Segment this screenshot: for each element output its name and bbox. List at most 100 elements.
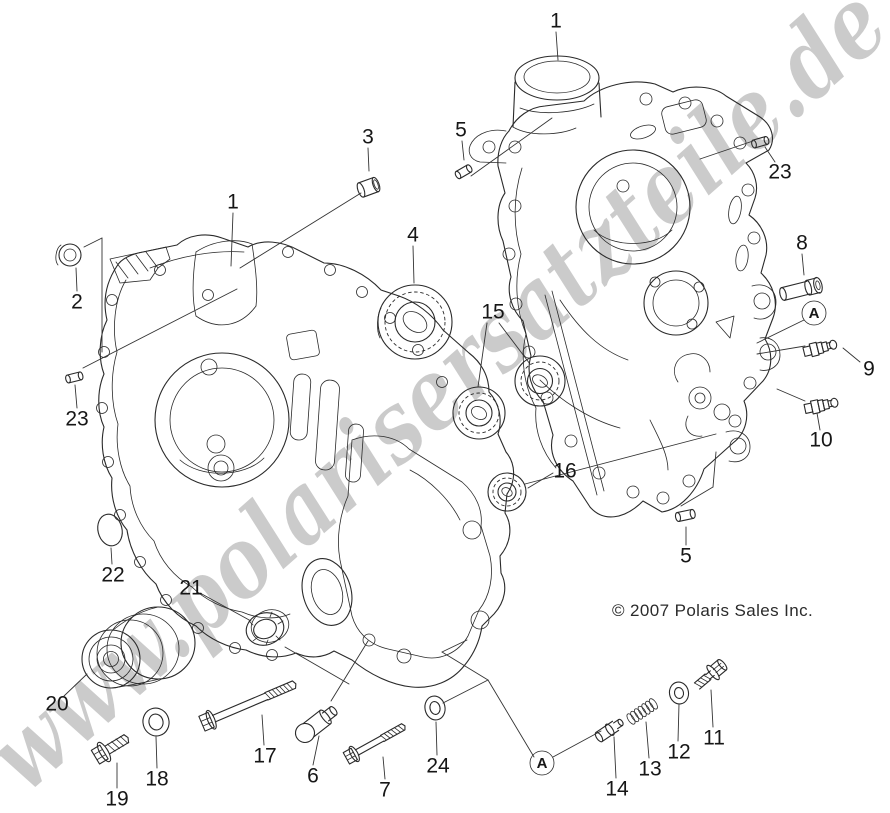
leader-line [645,721,650,759]
leader-line [710,689,714,728]
detail-marker-A: A [801,300,827,326]
leader-line [63,673,88,697]
leader-line [801,253,805,276]
callout-19: 19 [105,788,128,811]
dowel-pin-23-left [65,371,84,384]
washer-18 [142,707,170,737]
leader-line [435,721,438,756]
leader-line [680,486,714,507]
detail-marker-circle [529,750,555,776]
oval-plug-22 [97,513,123,547]
leader-line [312,735,320,766]
callout-21: 21 [179,577,202,600]
callout-5: 5 [455,119,467,142]
callout-14: 14 [605,778,629,801]
fitting-screw-9 [802,339,838,358]
plug-8 [779,276,823,301]
callouts-layer: 1123455678910111213141516171819202122232… [45,10,875,811]
bearing-4 [377,284,453,360]
callout-13: 13 [638,758,661,781]
callout-2: 2 [71,291,83,314]
output-bore [643,270,709,336]
leader-line [461,140,465,161]
callout-16: 16 [553,460,576,483]
callout-8: 8 [796,232,808,255]
leader-line [527,472,554,489]
dowel-pin-5-bottom [674,508,696,522]
leader-line [712,451,717,488]
bushing-2 [55,243,82,267]
bushing-3 [356,176,381,198]
cylinder-spigot [512,55,602,135]
leader-line [261,714,265,746]
callout-11: 11 [703,727,725,750]
callout-23: 23 [65,408,88,431]
leader-line [677,703,680,742]
leader-line [498,322,531,365]
callout-10: 10 [809,429,832,452]
leader-line [756,319,805,344]
leader-line [764,146,776,163]
leader-line [470,117,553,177]
leader-line [756,345,806,355]
washer-24 [424,695,446,721]
leader-line [477,322,488,388]
leader-line [487,679,535,758]
leader-line [230,212,234,267]
leader-line [552,730,602,758]
dowel-pin-5-top [454,164,473,180]
detail-marker-circle [801,300,827,326]
crankcase-right-half [468,55,781,518]
leader-line [82,288,238,369]
leader-line [816,412,821,431]
leader-line [412,245,415,284]
leader-line [330,640,369,702]
spring-13 [626,698,658,725]
detail-marker-label: A [809,305,820,322]
washer-12 [668,681,690,705]
leader-line [613,736,617,779]
leader-line [284,646,350,685]
bolt-6 [294,706,338,744]
callout-4: 4 [407,224,419,247]
mounting-tab [109,246,171,284]
leader-line [441,651,489,681]
callout-22: 22 [101,564,124,587]
leader-line [776,388,806,402]
leader-line [74,384,78,409]
detail-marker-A: A [529,750,555,776]
dowel-pin-23-right [751,135,770,149]
callout-18: 18 [145,768,168,791]
crank-bore [575,149,691,265]
detail-marker-label: A [537,755,548,772]
callout-1: 1 [550,10,562,33]
callout-24: 24 [426,755,450,778]
leader-line [524,433,717,485]
callout-6: 6 [307,765,319,788]
callout-5: 5 [680,545,692,568]
leader-line [110,547,113,565]
leader-line [699,140,754,160]
callout-1: 1 [227,191,239,214]
leader-line [199,592,252,622]
oil-pump-passages [674,353,731,437]
copyright-text: © 2007 Polaris Sales Inc. [612,601,813,620]
callout-7: 7 [379,779,391,802]
bearing-16 [487,472,527,512]
leader-line [367,147,370,172]
lower-cover-section [301,435,492,664]
leader-line [75,267,78,292]
leader-line [555,31,559,61]
bolt-11 [693,659,728,690]
detail-markers-layer: AA [529,300,827,776]
leader-line [842,347,861,363]
leader-line [442,679,489,704]
seal-21 [245,609,290,646]
callout-20: 20 [45,693,68,716]
leader-line [83,237,103,248]
detent-plunger-14 [594,718,624,743]
leader-line [239,192,362,269]
